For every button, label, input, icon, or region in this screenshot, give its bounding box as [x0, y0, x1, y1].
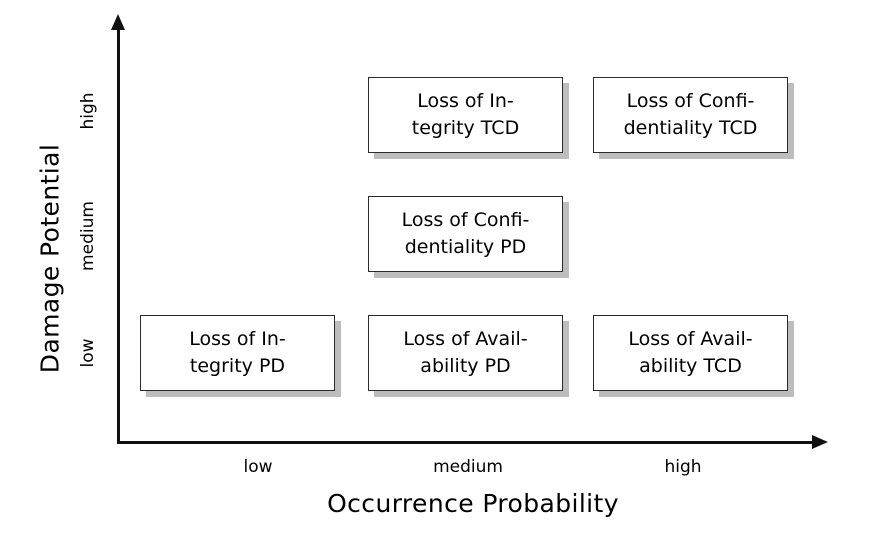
risk-box-label: Loss of Confi- dentiality PD: [401, 209, 530, 258]
y-axis-arrowhead-icon: [111, 14, 125, 30]
x-axis-title: Occurrence Probability: [327, 489, 619, 518]
y-axis-title: Damage Potential: [35, 143, 65, 374]
y-axis-tick-low: low: [78, 338, 98, 368]
risk-box-label: Loss of Avail- ability TCD: [628, 328, 753, 377]
risk-box-confidentiality-tcd[interactable]: Loss of Confi- dentiality TCD: [593, 77, 788, 153]
risk-box-label: Loss of Confi- dentiality TCD: [623, 90, 758, 139]
x-axis-line: [117, 441, 817, 444]
x-axis-tick-medium: medium: [433, 457, 503, 477]
risk-box-integrity-tcd[interactable]: Loss of In- tegrity TCD: [368, 77, 563, 153]
y-axis-tick-high: high: [78, 92, 98, 130]
x-axis-tick-low: low: [243, 457, 273, 477]
risk-box-availability-tcd[interactable]: Loss of Avail- ability TCD: [593, 315, 788, 391]
risk-box-confidentiality-pd[interactable]: Loss of Confi- dentiality PD: [368, 196, 563, 272]
x-axis-tick-high: high: [664, 457, 702, 477]
x-axis-arrowhead-icon: [812, 435, 828, 449]
y-axis-tick-medium: medium: [78, 201, 98, 271]
risk-box-label: Loss of Avail- ability PD: [403, 328, 528, 377]
y-axis-line: [117, 26, 120, 444]
risk-box-label: Loss of In- tegrity PD: [189, 328, 286, 377]
risk-box-integrity-pd[interactable]: Loss of In- tegrity PD: [140, 315, 335, 391]
risk-box-availability-pd[interactable]: Loss of Avail- ability PD: [368, 315, 563, 391]
risk-box-label: Loss of In- tegrity TCD: [411, 90, 520, 139]
